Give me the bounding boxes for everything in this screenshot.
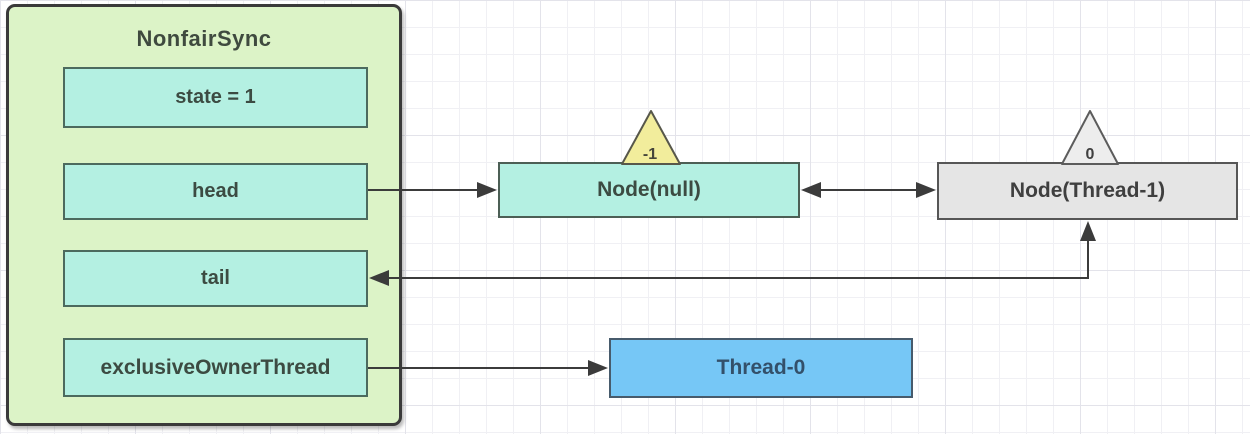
node-null-box: Node(null) bbox=[498, 162, 800, 218]
node-null-label: Node(null) bbox=[597, 178, 701, 201]
thread0-label: Thread-0 bbox=[716, 356, 806, 379]
node-thread1-box: Node(Thread-1) bbox=[937, 162, 1238, 220]
wait-status-zero-value: 0 bbox=[1086, 146, 1095, 163]
wait-status-neg1-badge: -1 bbox=[621, 110, 681, 165]
nonfairsync-title: NonfairSync bbox=[136, 26, 272, 51]
thread0-box: Thread-0 bbox=[609, 338, 913, 398]
edge-tail-to-node-thread1 bbox=[369, 221, 1096, 286]
field-head-label: head bbox=[192, 180, 239, 202]
field-head: head bbox=[63, 163, 368, 220]
wait-status-zero-badge: 0 bbox=[1061, 110, 1119, 165]
wait-status-zero-triangle-icon bbox=[1061, 110, 1119, 165]
field-exclusive-owner-thread-label: exclusiveOwnerThread bbox=[100, 355, 331, 379]
field-exclusive-owner-thread: exclusiveOwnerThread bbox=[63, 338, 368, 397]
field-tail-label: tail bbox=[201, 267, 230, 289]
wait-status-neg1-value: -1 bbox=[643, 146, 657, 163]
field-state: state = 1 bbox=[63, 67, 368, 128]
node-thread1-label: Node(Thread-1) bbox=[1009, 179, 1166, 202]
field-state-label: state = 1 bbox=[175, 86, 256, 108]
wait-status-neg1-triangle-icon bbox=[621, 110, 681, 165]
field-tail: tail bbox=[63, 250, 368, 307]
